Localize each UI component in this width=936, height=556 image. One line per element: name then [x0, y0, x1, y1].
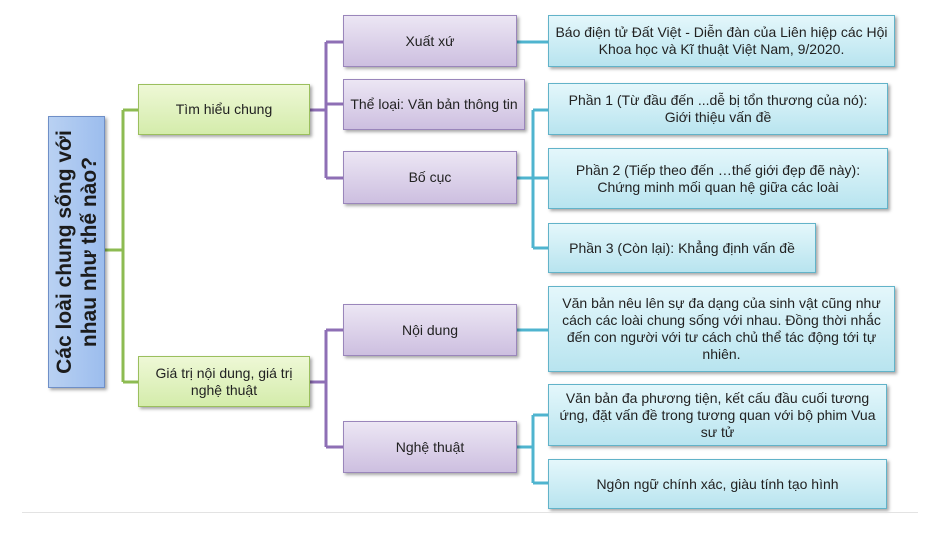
- connector-root: [105, 108, 138, 384]
- detail-text: Phần 1 (Từ đầu đến ...dễ bị tổn thương c…: [568, 92, 868, 125]
- node-label: Thể loại: Văn bản thông tin: [350, 96, 518, 112]
- root-title: Các loài chung sống với nhau như thế nào…: [52, 130, 102, 374]
- root-title-line2: nhau như thế nào?: [77, 156, 101, 348]
- detail-phan-1: Phần 1 (Từ đầu đến ...dễ bị tổn thương c…: [548, 83, 888, 135]
- detail-xuat-xu: Báo điện tử Đất Việt - Diễn đàn của Liên…: [548, 15, 895, 67]
- node-bo-cuc: Bố cục: [343, 151, 517, 204]
- node-the-loai: Thể loại: Văn bản thông tin: [343, 79, 525, 130]
- detail-text: Phần 3 (Còn lại): Khẳng định vấn đề: [569, 239, 795, 256]
- node-tim-hieu-chung: Tìm hiểu chung: [138, 84, 310, 135]
- detail-text: Báo điện tử Đất Việt - Diễn đàn của Liên…: [555, 24, 888, 57]
- detail-nghe-thuat-1: Văn bản đa phương tiện, kết cấu đầu cuối…: [548, 384, 887, 446]
- connector-level2: [310, 40, 343, 449]
- detail-noi-dung: Văn bản nêu lên sự đa dạng của sinh vật …: [548, 286, 895, 372]
- node-noi-dung: Nội dung: [343, 304, 517, 356]
- detail-text: Văn bản nêu lên sự đa dạng của sinh vật …: [562, 295, 881, 362]
- root-topic: Các loài chung sống với nhau như thế nào…: [48, 116, 105, 388]
- detail-text: Văn bản đa phương tiện, kết cấu đầu cuối…: [559, 389, 876, 440]
- detail-phan-3: Phần 3 (Còn lại): Khẳng định vấn đề: [548, 223, 816, 273]
- detail-nghe-thuat-2: Ngôn ngữ chính xác, giàu tính tạo hình: [548, 459, 887, 509]
- detail-phan-2: Phần 2 (Tiếp theo đến …thế giới đẹp đẽ n…: [548, 148, 888, 209]
- detail-text: Phần 2 (Tiếp theo đến …thế giới đẹp đẽ n…: [575, 161, 861, 195]
- node-xuat-xu: Xuất xứ: [343, 15, 517, 67]
- bottom-divider: [22, 512, 918, 513]
- root-title-line1: Các loài chung sống với: [52, 130, 76, 374]
- node-label: Xuất xứ: [405, 32, 455, 49]
- node-label: Bố cục: [408, 169, 452, 185]
- node-label: Giá trị nội dung, giá trị nghệ thuật: [155, 364, 293, 398]
- node-label: Nghệ thuật: [395, 438, 465, 455]
- node-nghe-thuat: Nghệ thuật: [343, 421, 517, 473]
- node-gia-tri: Giá trị nội dung, giá trị nghệ thuật: [138, 356, 310, 407]
- node-label: Tìm hiểu chung: [175, 101, 273, 117]
- connector-level3: [517, 40, 548, 485]
- detail-text: Ngôn ngữ chính xác, giàu tính tạo hình: [596, 475, 839, 492]
- node-label: Nội dung: [401, 321, 459, 338]
